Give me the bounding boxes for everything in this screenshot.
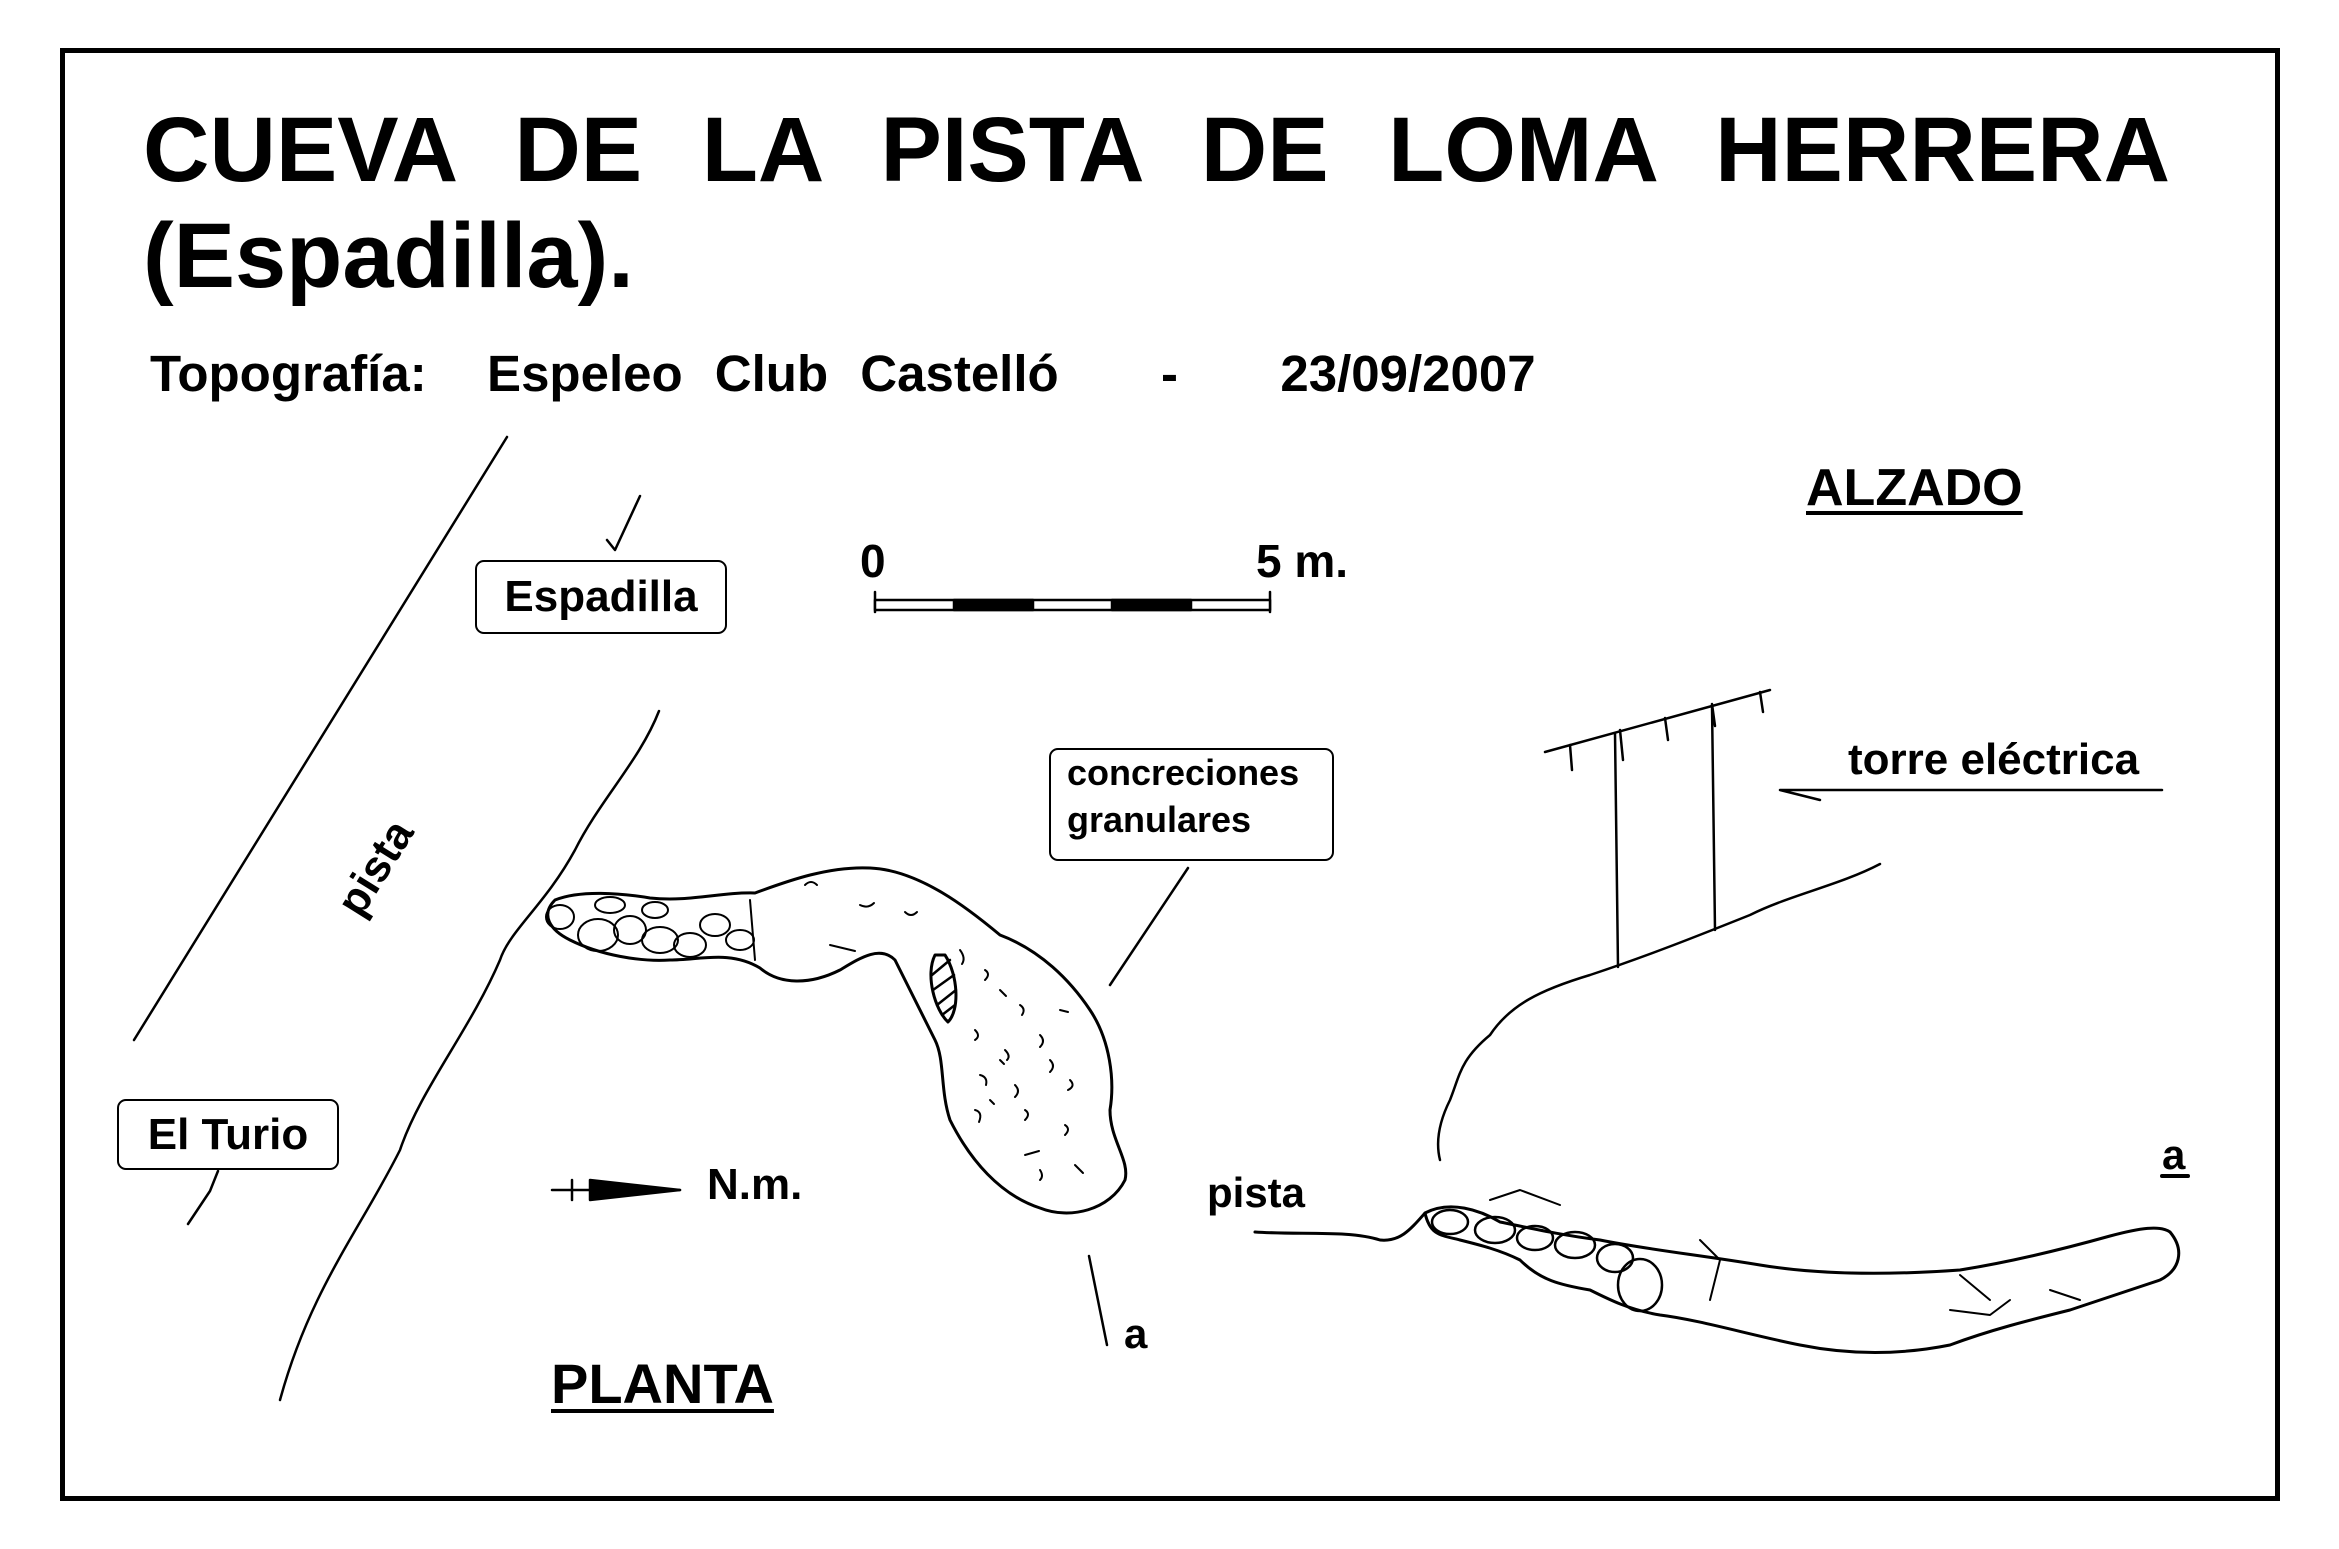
turio-label-box: El Turio (117, 1099, 339, 1170)
survey-label: Topografía: (150, 345, 427, 402)
espadilla-label-box: Espadilla (475, 560, 727, 634)
survey-date: 23/09/2007 (1280, 345, 1536, 402)
cave-elevation-outline (1253, 1205, 2181, 1354)
title-line-2: (Espadilla). (143, 205, 634, 307)
concretions-label-line-1: concreciones (1067, 752, 1300, 793)
north-arrow (550, 1178, 682, 1202)
scale-bar (873, 590, 1272, 614)
espadilla-label: Espadilla (504, 572, 698, 621)
cave-elevation-fissures (1489, 1189, 2081, 1316)
turio-label: El Turio (147, 1109, 309, 1159)
section-a-plan-leader (1087, 1254, 1109, 1347)
survey-separator: - (1161, 345, 1178, 402)
elevation-section-mark: a (2162, 1131, 2186, 1178)
survey-credit: Topografía: Espeleo Club Castelló - 23/0… (150, 348, 1536, 399)
concretions-label-box: concreciones granulares (1049, 748, 1334, 861)
plan-heading: PLANTA (551, 1352, 774, 1415)
tower-leader (1778, 788, 2164, 802)
road-edge-inner (278, 709, 661, 1402)
north-label: N.m. (707, 1160, 803, 1209)
concretions-label-line-2: granulares (1067, 798, 1252, 840)
map-frame (60, 48, 2280, 1501)
cave-plan-outline (546, 866, 1128, 1215)
elevation-heading: ALZADO (1806, 459, 2023, 517)
concretion-marks (804, 881, 1084, 1181)
survey-author: Espeleo Club Castelló (487, 345, 1059, 402)
cave-plan-blocks (545, 896, 756, 961)
road-edge-outer (132, 435, 509, 1042)
title-line-1: CUEVA DE LA PISTA DE LOMA HERRERA (143, 99, 2171, 201)
tower-label: torre eléctrica (1848, 735, 2140, 784)
espadilla-leader (605, 494, 642, 552)
scale-start-label: 0 (860, 535, 886, 587)
turio-leader (186, 1169, 220, 1226)
power-tower (1543, 688, 1772, 969)
scale-end-label: 5 m. (1256, 535, 1349, 587)
cave-elevation-blocks (1430, 1208, 1664, 1313)
ground-surface (1436, 862, 1882, 1162)
plan-section-mark: a (1124, 1310, 1148, 1357)
cave-pit (929, 953, 958, 1024)
concretions-leader (1108, 866, 1190, 987)
elevation-road-label: pista (1207, 1169, 1306, 1216)
